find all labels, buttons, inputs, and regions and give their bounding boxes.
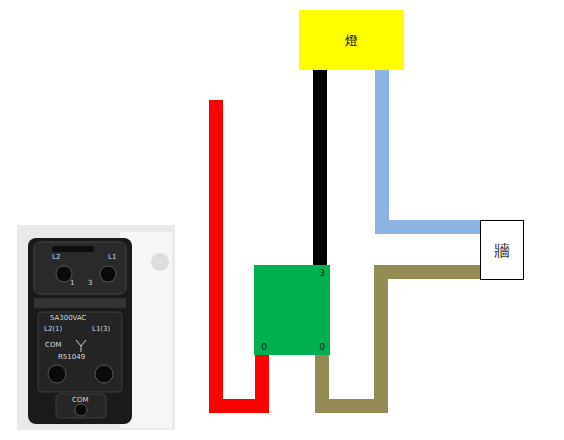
terminal-marking: L1(3) <box>92 326 110 333</box>
switch-body <box>28 238 132 424</box>
terminal-screw <box>75 404 87 416</box>
terminal-marking: 5A300VAC <box>50 315 87 322</box>
terminal-marking: COM <box>72 397 88 404</box>
node-label: 燈 <box>345 34 358 47</box>
terminal-marking: 1 <box>70 280 74 287</box>
wire <box>322 272 480 406</box>
terminal-marking: L2(1) <box>44 326 62 333</box>
terminal-screw <box>56 266 72 282</box>
pin-number: 3 <box>319 269 325 278</box>
switch-face <box>38 312 122 392</box>
terminal-screw <box>100 266 116 282</box>
pin-number: 0 <box>319 343 325 352</box>
photo-ground <box>17 225 175 430</box>
com-terminal <box>56 394 106 418</box>
terminal-screw <box>48 365 66 383</box>
node-label: 牆 <box>494 243 510 259</box>
terminal-marking: L2 <box>52 254 60 261</box>
switch-symbol <box>76 340 86 352</box>
terminal-marking: R51049 <box>58 354 85 361</box>
lamp-box: 燈 <box>299 10 404 70</box>
wire <box>382 70 480 227</box>
wire <box>313 70 327 265</box>
wall-box: 牆 <box>480 220 524 280</box>
switch-box: 3 0 0 <box>254 265 330 355</box>
plate-hole <box>151 253 169 271</box>
terminal-block <box>34 242 126 294</box>
terminal-marking: L1 <box>108 254 116 261</box>
switch-ridge <box>34 298 126 308</box>
terminal-marking: COM <box>45 342 61 349</box>
terminal-marking: 3 <box>88 280 92 287</box>
red-wire <box>216 100 262 406</box>
pin-number: 0 <box>261 343 267 352</box>
terminal-slot <box>52 246 94 252</box>
terminal-screw <box>95 365 113 383</box>
